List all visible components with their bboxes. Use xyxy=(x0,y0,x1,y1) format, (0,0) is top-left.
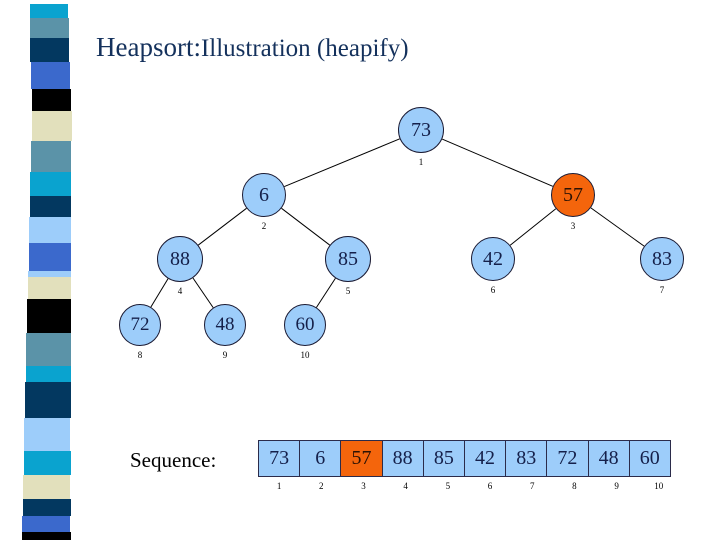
sequence-cell-3[interactable]: 57 xyxy=(340,440,383,477)
sequence-cell-index-6: 6 xyxy=(487,481,493,491)
tree-node-3[interactable]: 57 xyxy=(551,173,595,217)
sequence-cell-4[interactable]: 88 xyxy=(381,440,424,477)
tree-edge xyxy=(284,138,400,188)
strip-band xyxy=(25,382,71,418)
tree-node-index-3: 3 xyxy=(570,221,576,231)
strip-band xyxy=(24,418,70,451)
tree-node-7[interactable]: 83 xyxy=(640,237,684,281)
tree-node-2[interactable]: 6 xyxy=(242,173,286,217)
sequence-cell-7[interactable]: 83 xyxy=(505,440,548,477)
sequence-cell-10[interactable]: 60 xyxy=(628,440,671,477)
tree-node-4[interactable]: 88 xyxy=(157,236,203,282)
sequence-cell-2[interactable]: 6 xyxy=(299,440,342,477)
tree-edge xyxy=(590,207,645,247)
tree-node-index-10: 10 xyxy=(300,350,310,360)
sequence-cell-index-2: 2 xyxy=(319,481,324,491)
page-title: Heapsort:Illustration (heapify) xyxy=(96,32,409,63)
tree-node-index-8: 8 xyxy=(137,350,143,360)
strip-band xyxy=(30,0,68,4)
tree-edge xyxy=(192,277,214,308)
sequence-cell-index-7: 7 xyxy=(529,481,535,491)
sequence-cell-5[interactable]: 85 xyxy=(422,440,465,477)
sequence-cell-6[interactable]: 42 xyxy=(463,440,507,477)
strip-band xyxy=(30,172,71,196)
sequence-index-row: 1 2 3 4 5 6 7 8 9 10 xyxy=(258,481,680,491)
tree-node-index-4: 4 xyxy=(177,286,183,296)
strip-band xyxy=(32,111,72,141)
tree-edge xyxy=(316,277,336,308)
sequence-cell-index-8: 8 xyxy=(572,481,577,491)
sequence-cell-index-3: 3 xyxy=(361,481,366,491)
strip-band xyxy=(31,141,71,172)
strip-band xyxy=(32,89,71,111)
heap-tree: 73 1 6 2 57 3 88 4 85 5 42 6 83 7 72 8 48 9 60 10 xyxy=(119,107,684,360)
strip-band xyxy=(23,475,70,499)
sequence-cell-1[interactable]: 73 xyxy=(258,440,301,477)
tree-node-1[interactable]: 73 xyxy=(398,107,444,153)
sequence-cell-8[interactable]: 72 xyxy=(546,440,589,477)
sequence-cell-index-5: 5 xyxy=(445,481,451,491)
strip-band xyxy=(30,4,68,18)
strip-band xyxy=(22,516,70,532)
tree-edge xyxy=(509,208,557,246)
tree-node-5[interactable]: 85 xyxy=(325,236,371,282)
sequence-cell-index-4: 4 xyxy=(403,481,408,491)
tree-node-9[interactable]: 48 xyxy=(204,304,246,346)
strip-band xyxy=(27,299,71,333)
tree-edge xyxy=(441,138,553,187)
sequence-cell-9[interactable]: 48 xyxy=(587,440,630,477)
decorative-color-strip xyxy=(0,0,90,540)
strip-band xyxy=(22,532,71,540)
tree-node-index-1: 1 xyxy=(418,157,424,167)
tree-edges xyxy=(150,138,645,308)
tree-node-index-9: 9 xyxy=(222,350,228,360)
strip-band xyxy=(24,451,71,475)
strip-band xyxy=(30,196,71,217)
title-illustration: Illustration (heapify) xyxy=(200,35,409,62)
strip-band xyxy=(30,18,69,38)
tree-edge xyxy=(281,207,331,246)
strip-band xyxy=(28,277,71,299)
tree-node-index-6: 6 xyxy=(490,285,496,295)
sequence-cell-index-1: 1 xyxy=(276,481,282,491)
tree-node-index-5: 5 xyxy=(345,286,351,296)
strip-band xyxy=(31,62,70,89)
sequence-cell-index-10: 10 xyxy=(654,481,664,491)
tree-edge xyxy=(197,207,247,246)
strip-band xyxy=(29,243,71,271)
tree-node-8[interactable]: 72 xyxy=(119,304,161,346)
strip-band xyxy=(30,38,69,62)
title-heapsort: Heapsort: xyxy=(96,32,201,62)
strip-band xyxy=(29,217,71,243)
tree-node-6[interactable]: 42 xyxy=(471,237,515,281)
sequence-label: Sequence: xyxy=(130,448,217,472)
tree-node-index-2: 2 xyxy=(261,221,267,231)
tree-node-10[interactable]: 60 xyxy=(284,304,326,346)
tree-node-index-7: 7 xyxy=(659,285,665,295)
strip-band xyxy=(23,499,71,516)
tree-edge xyxy=(150,278,169,308)
strip-band xyxy=(26,333,71,366)
sequence-cell-index-9: 9 xyxy=(614,481,619,491)
strip-band xyxy=(26,366,71,382)
strip-band xyxy=(28,271,71,277)
